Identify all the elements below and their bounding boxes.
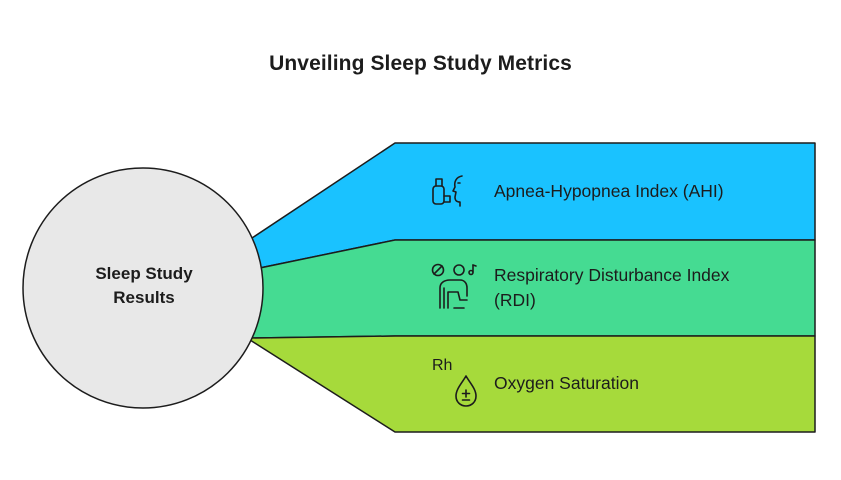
- center-label-line2: Results: [113, 288, 175, 307]
- band-label-rdi-line2: (RDI): [494, 290, 536, 310]
- inhaler-face-icon: [432, 175, 463, 207]
- center-circle: [22, 167, 264, 409]
- center-label-line1: Sleep Study: [95, 264, 193, 283]
- person-sleeping-icon: [431, 263, 477, 309]
- band-label-oxygen: Oxygen Saturation: [494, 373, 639, 393]
- band-label-rdi-line1: Respiratory Disturbance Index: [494, 265, 730, 285]
- oxygen-drop-icon: [455, 375, 477, 407]
- diagram-title: Unveiling Sleep Study Metrics: [269, 52, 572, 75]
- band-label-rdi: Respiratory Disturbance Index (RDI): [494, 263, 729, 313]
- center-label: Sleep Study Results: [44, 262, 244, 310]
- rh-label: Rh: [432, 357, 453, 374]
- band-label-ahi: Apnea-Hypopnea Index (AHI): [494, 181, 724, 201]
